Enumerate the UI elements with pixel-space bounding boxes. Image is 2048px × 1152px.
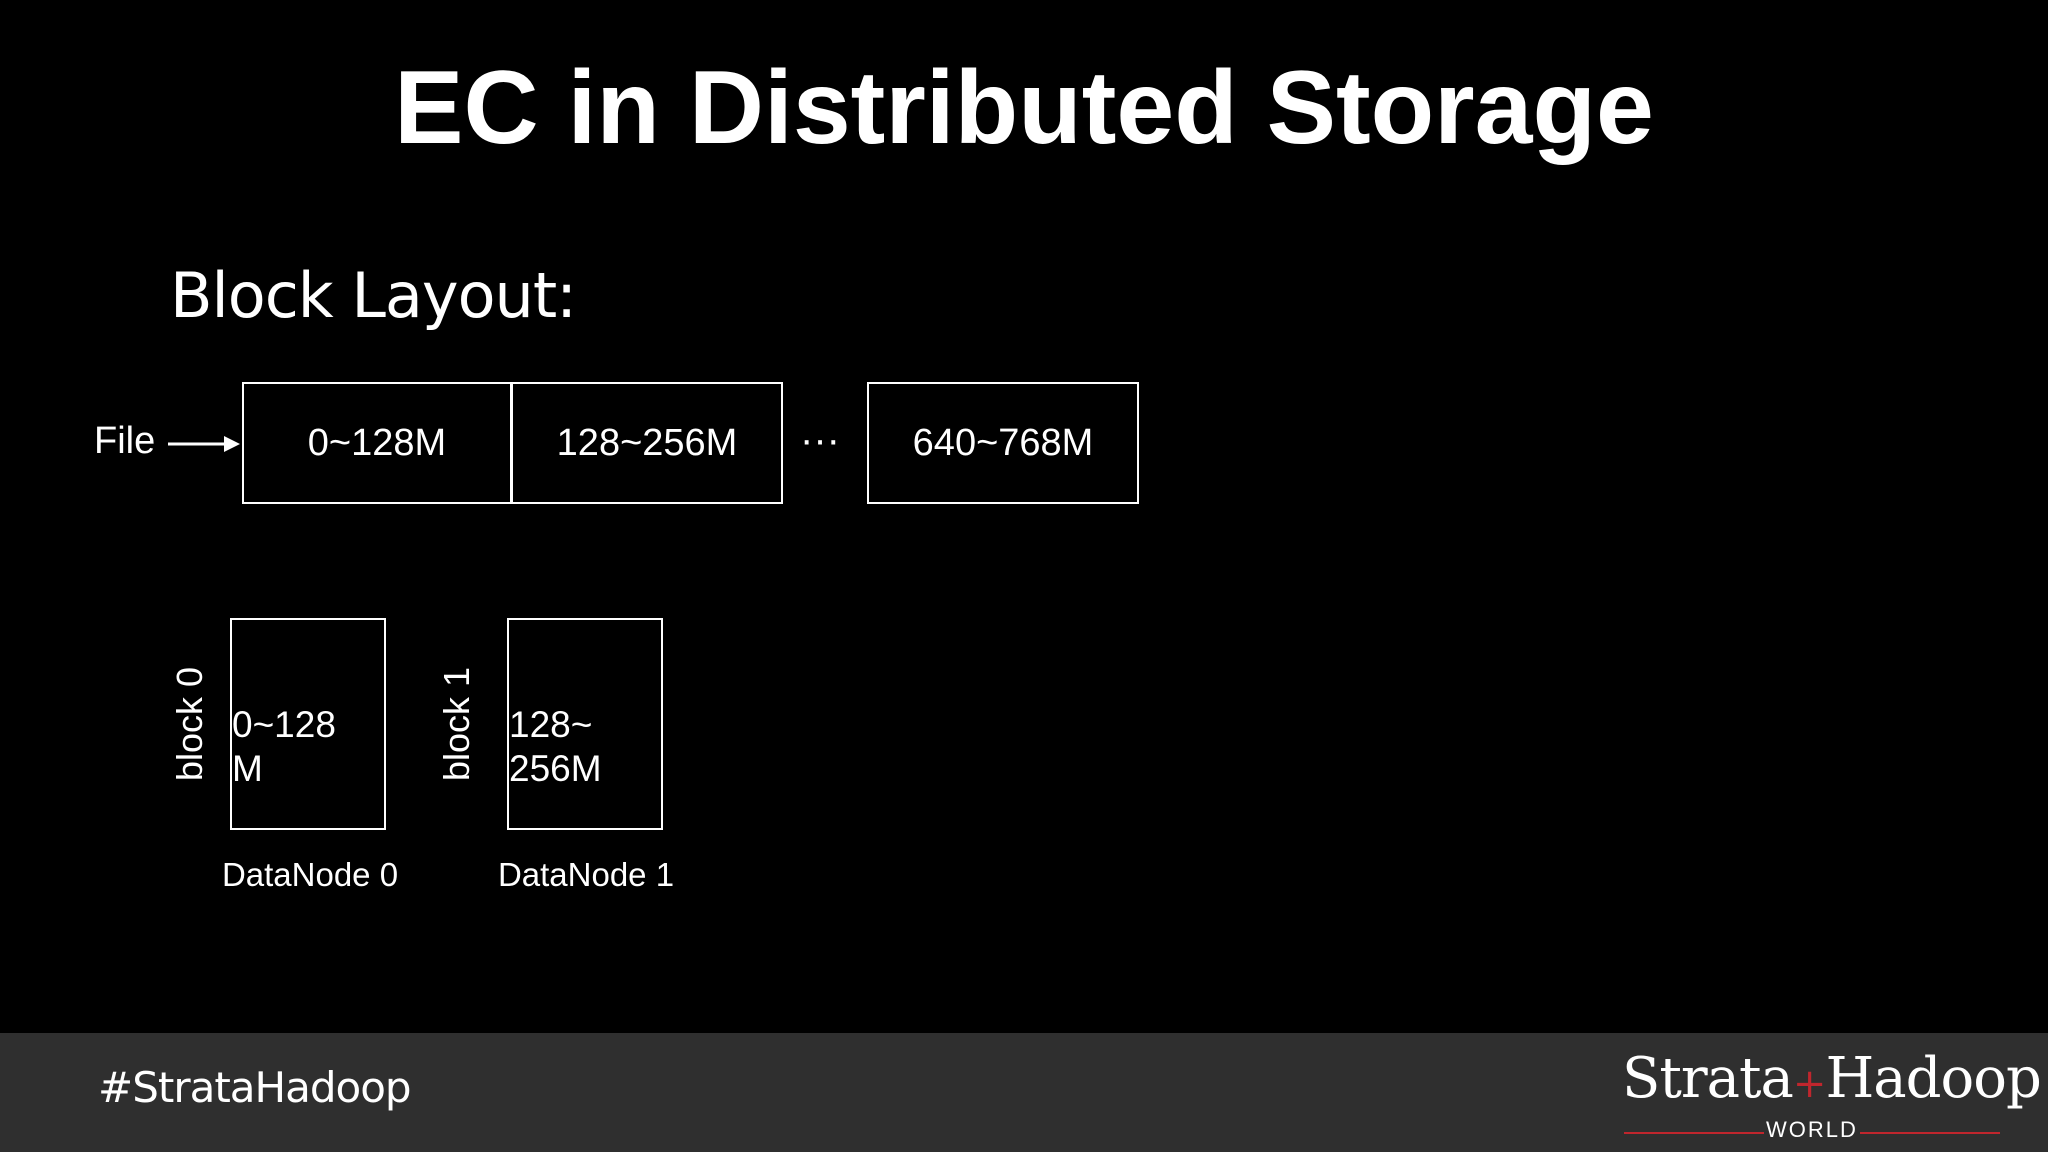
file-segment-0: 0~128M xyxy=(242,382,512,504)
datanode-1-label: DataNode 1 xyxy=(497,856,675,893)
slide-title: EC in Distributed Storage xyxy=(394,50,1654,166)
block-0-label: block 0 xyxy=(169,666,210,782)
strata-hadoop-logo: Strata+Hadoop WORLD xyxy=(1622,1046,2042,1143)
block-layout-heading: Block Layout: xyxy=(170,259,577,332)
segment-ellipsis: ··· xyxy=(800,418,840,462)
file-segment-last: 640~768M xyxy=(867,382,1139,504)
logo-rule-left xyxy=(1624,1132,1764,1134)
logo-world: WORLD xyxy=(1766,1117,1858,1142)
file-segment-1: 128~256M xyxy=(511,382,783,504)
logo-text-hadoop: Hadoop xyxy=(1825,1046,2041,1111)
footer-bar: #StrataHadoop Strata+Hadoop WORLD xyxy=(0,1033,2048,1152)
file-arrow-icon xyxy=(168,436,240,452)
datanode-0-block: 0~128 M xyxy=(230,618,386,830)
slide: EC in Distributed Storage Block Layout: … xyxy=(94,50,1654,893)
block-0-range-line2: M xyxy=(232,748,263,789)
logo-text-strata: Strata xyxy=(1622,1046,1794,1111)
block-1-label: block 1 xyxy=(436,666,477,782)
datanode-0-label: DataNode 0 xyxy=(221,856,399,893)
logo-rule-right xyxy=(1860,1132,2000,1134)
logo-plus-icon: + xyxy=(1792,1061,1827,1107)
file-label: File xyxy=(94,420,156,462)
datanode-1-block: 128~ 256M xyxy=(507,618,663,830)
block-0-range-line1: 0~128 xyxy=(232,704,336,745)
block-1-range-line1: 128~ xyxy=(509,704,593,745)
block-1-range-line2: 256M xyxy=(509,748,602,789)
hashtag: #StrataHadoop xyxy=(98,1063,412,1112)
